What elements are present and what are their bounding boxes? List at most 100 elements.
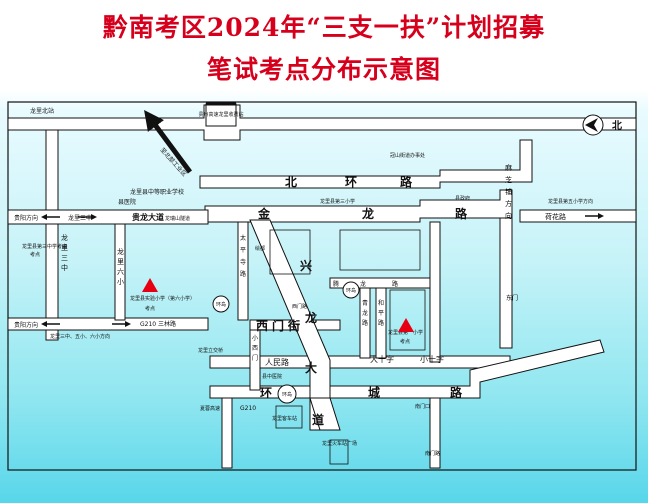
road-qinglong (359, 287, 371, 359)
label-longli-beizhan: 龙里北站 (30, 107, 54, 115)
roundabout-west (212, 295, 230, 313)
road-longlisan-char1: 龙 (61, 233, 68, 242)
label-diyi-kaodian: 考点 (400, 339, 410, 345)
road-longlisan-char3: 三 (61, 254, 68, 262)
label-guiyang-1: 贵阳方向 (14, 214, 38, 222)
road-qinglong-char1: 青 (362, 299, 368, 307)
road-longlisan-char2: 里 (61, 244, 68, 252)
road-tenglong-char2: 龙 (360, 280, 366, 288)
label-longli-sanzhong: 龙里三中 (68, 214, 92, 222)
roundabout-west-label: 环岛 (216, 301, 226, 308)
block-diyi (389, 289, 426, 351)
road-longliliu-char2: 里 (117, 258, 124, 266)
road-xinglong-char2: 龙 (305, 310, 317, 325)
label-ximen-lu: 西门路 (292, 303, 307, 310)
road-xiaying (221, 397, 233, 469)
label-shiyan-kaodian: 考点 (145, 306, 155, 312)
label-huidu: 绘都 (255, 245, 265, 252)
road-mazhipu (499, 217, 513, 349)
label-nanmenlu: 南门路 (425, 450, 440, 457)
road-guilong (7, 209, 209, 225)
block-keche (275, 405, 303, 429)
map-title-line2: 笔试考点分布示意图 (206, 55, 441, 84)
road-jinlong (204, 189, 513, 223)
road-heping-char1: 和 (378, 299, 384, 307)
road-dashizi-label: 大十字 (370, 354, 394, 364)
label-diyi-xiaoxue: 龙里县第一小学 (388, 329, 423, 336)
road-xinglong-char3: 大 (305, 360, 317, 375)
road-taiping-char2: 平 (240, 247, 246, 254)
road-xiaoximen-char1: 小 (252, 334, 258, 342)
road-jinlong-char3: 路 (455, 206, 468, 221)
roundabout-south (277, 384, 297, 404)
label-zhongyi: 县中医院 (262, 373, 282, 380)
road-huancheng-char1: 环 (260, 386, 272, 400)
block-huoche (329, 439, 349, 465)
label-diwu-xiaoxue: 龙里县第五小学方向 (548, 198, 593, 205)
road-ximen-char1: 西 (256, 319, 268, 333)
toll-gate-label: 贵州高速龙里收费站 (198, 111, 243, 118)
road-tenglong-char1: 腾 (333, 280, 339, 288)
road-ximen-char2: 门 (272, 318, 284, 333)
block-jinlong-south (339, 229, 421, 271)
road-xinglong-char1: 兴 (300, 258, 312, 273)
road-heping-char3: 路 (378, 319, 384, 327)
label-guanshan: 冠山街道办事处 (390, 152, 425, 159)
road-taiping (237, 221, 249, 321)
road-qinglong-char3: 路 (362, 319, 368, 327)
road-left-vertical (45, 129, 59, 341)
label-sanwuliu: 龙里三中、五小、六小方向 (50, 333, 110, 340)
road-jinlong-char2: 龙 (362, 206, 374, 221)
road-hehua-label: 荷花路 (545, 212, 566, 221)
road-heping (375, 287, 387, 359)
road-g210-mid-label: G210 (240, 405, 256, 412)
label-xiaying: 夏蓉高速 (200, 405, 220, 412)
label-guiyang-2: 贵阳方向 (14, 321, 38, 329)
road-xiaoximen-char2: 西 (252, 345, 258, 352)
label-sanzhong-kaodian: 龙里县第三中学考点 (22, 243, 67, 250)
map-title-line1: 黔南考区2024年“三支一扶”计划招募 (102, 13, 546, 42)
road-nanmen (429, 397, 441, 469)
road-beihuan-char1: 北 (285, 174, 297, 189)
road-xiaoximen-char3: 门 (252, 354, 258, 362)
roundabout-center-label: 环岛 (346, 287, 356, 294)
label-nanmenkou: 南门口 (415, 403, 430, 410)
label-xianyiyuan: 县医院 (118, 198, 136, 206)
label-shiyan-xiaoxue: 龙里县实验小学（第六小学） (130, 295, 195, 302)
road-tenglong-char3: 路 (392, 280, 398, 288)
north-industry-arrow-icon (144, 109, 193, 174)
road-mazhipu-char3: 铺 (505, 187, 512, 196)
label-zhongzhi: 龙里县中等职业学校 (130, 188, 184, 196)
road-dongmen-label: 东门 (506, 294, 518, 302)
road-xiaoshizi-label: 小十字 (420, 354, 444, 364)
road-xiaoximen (249, 329, 261, 391)
road-mazhipu-char4: 方 (505, 199, 512, 208)
road-taiping-char4: 路 (240, 270, 246, 278)
road-xinglong-char4: 道 (312, 412, 324, 427)
road-dongmen (429, 221, 441, 363)
exam-site-diyi-marker-icon (398, 318, 414, 332)
road-taiping-char3: 寺 (240, 258, 246, 266)
label-huoche-zhan: 龙里火车站广场 (322, 440, 357, 447)
road-north-top (7, 104, 637, 141)
label-longli-wan: 龙里立交桥 (198, 347, 223, 354)
road-longliliu (114, 223, 126, 321)
roundabout-south-label: 环岛 (282, 391, 292, 398)
road-qinglong-char2: 龙 (362, 309, 368, 317)
road-longlisan-char4: 中 (61, 263, 68, 272)
road-longliliu-char4: 小 (117, 277, 124, 286)
road-beihuan-char3: 路 (400, 174, 413, 189)
label-disan-xiaoxue: 龙里县第三小学 (320, 198, 355, 205)
road-mazhipu-char1: 麻 (505, 163, 512, 172)
road-jinlong-char1: 金 (257, 206, 271, 221)
road-mazhipu-char2: 芝 (505, 175, 512, 184)
road-ximen-char3: 街 (287, 318, 300, 333)
road-heping-char2: 平 (378, 310, 384, 317)
roundabout-center (342, 281, 360, 299)
exam-site-shiyan-marker-icon (142, 278, 158, 292)
road-longliliu-char1: 龙 (117, 247, 124, 256)
block-xianzhengfu (269, 229, 311, 275)
road-beihuan-char2: 环 (345, 175, 357, 189)
label-longli-yidao: 龙瑞山隧道 (165, 215, 190, 222)
